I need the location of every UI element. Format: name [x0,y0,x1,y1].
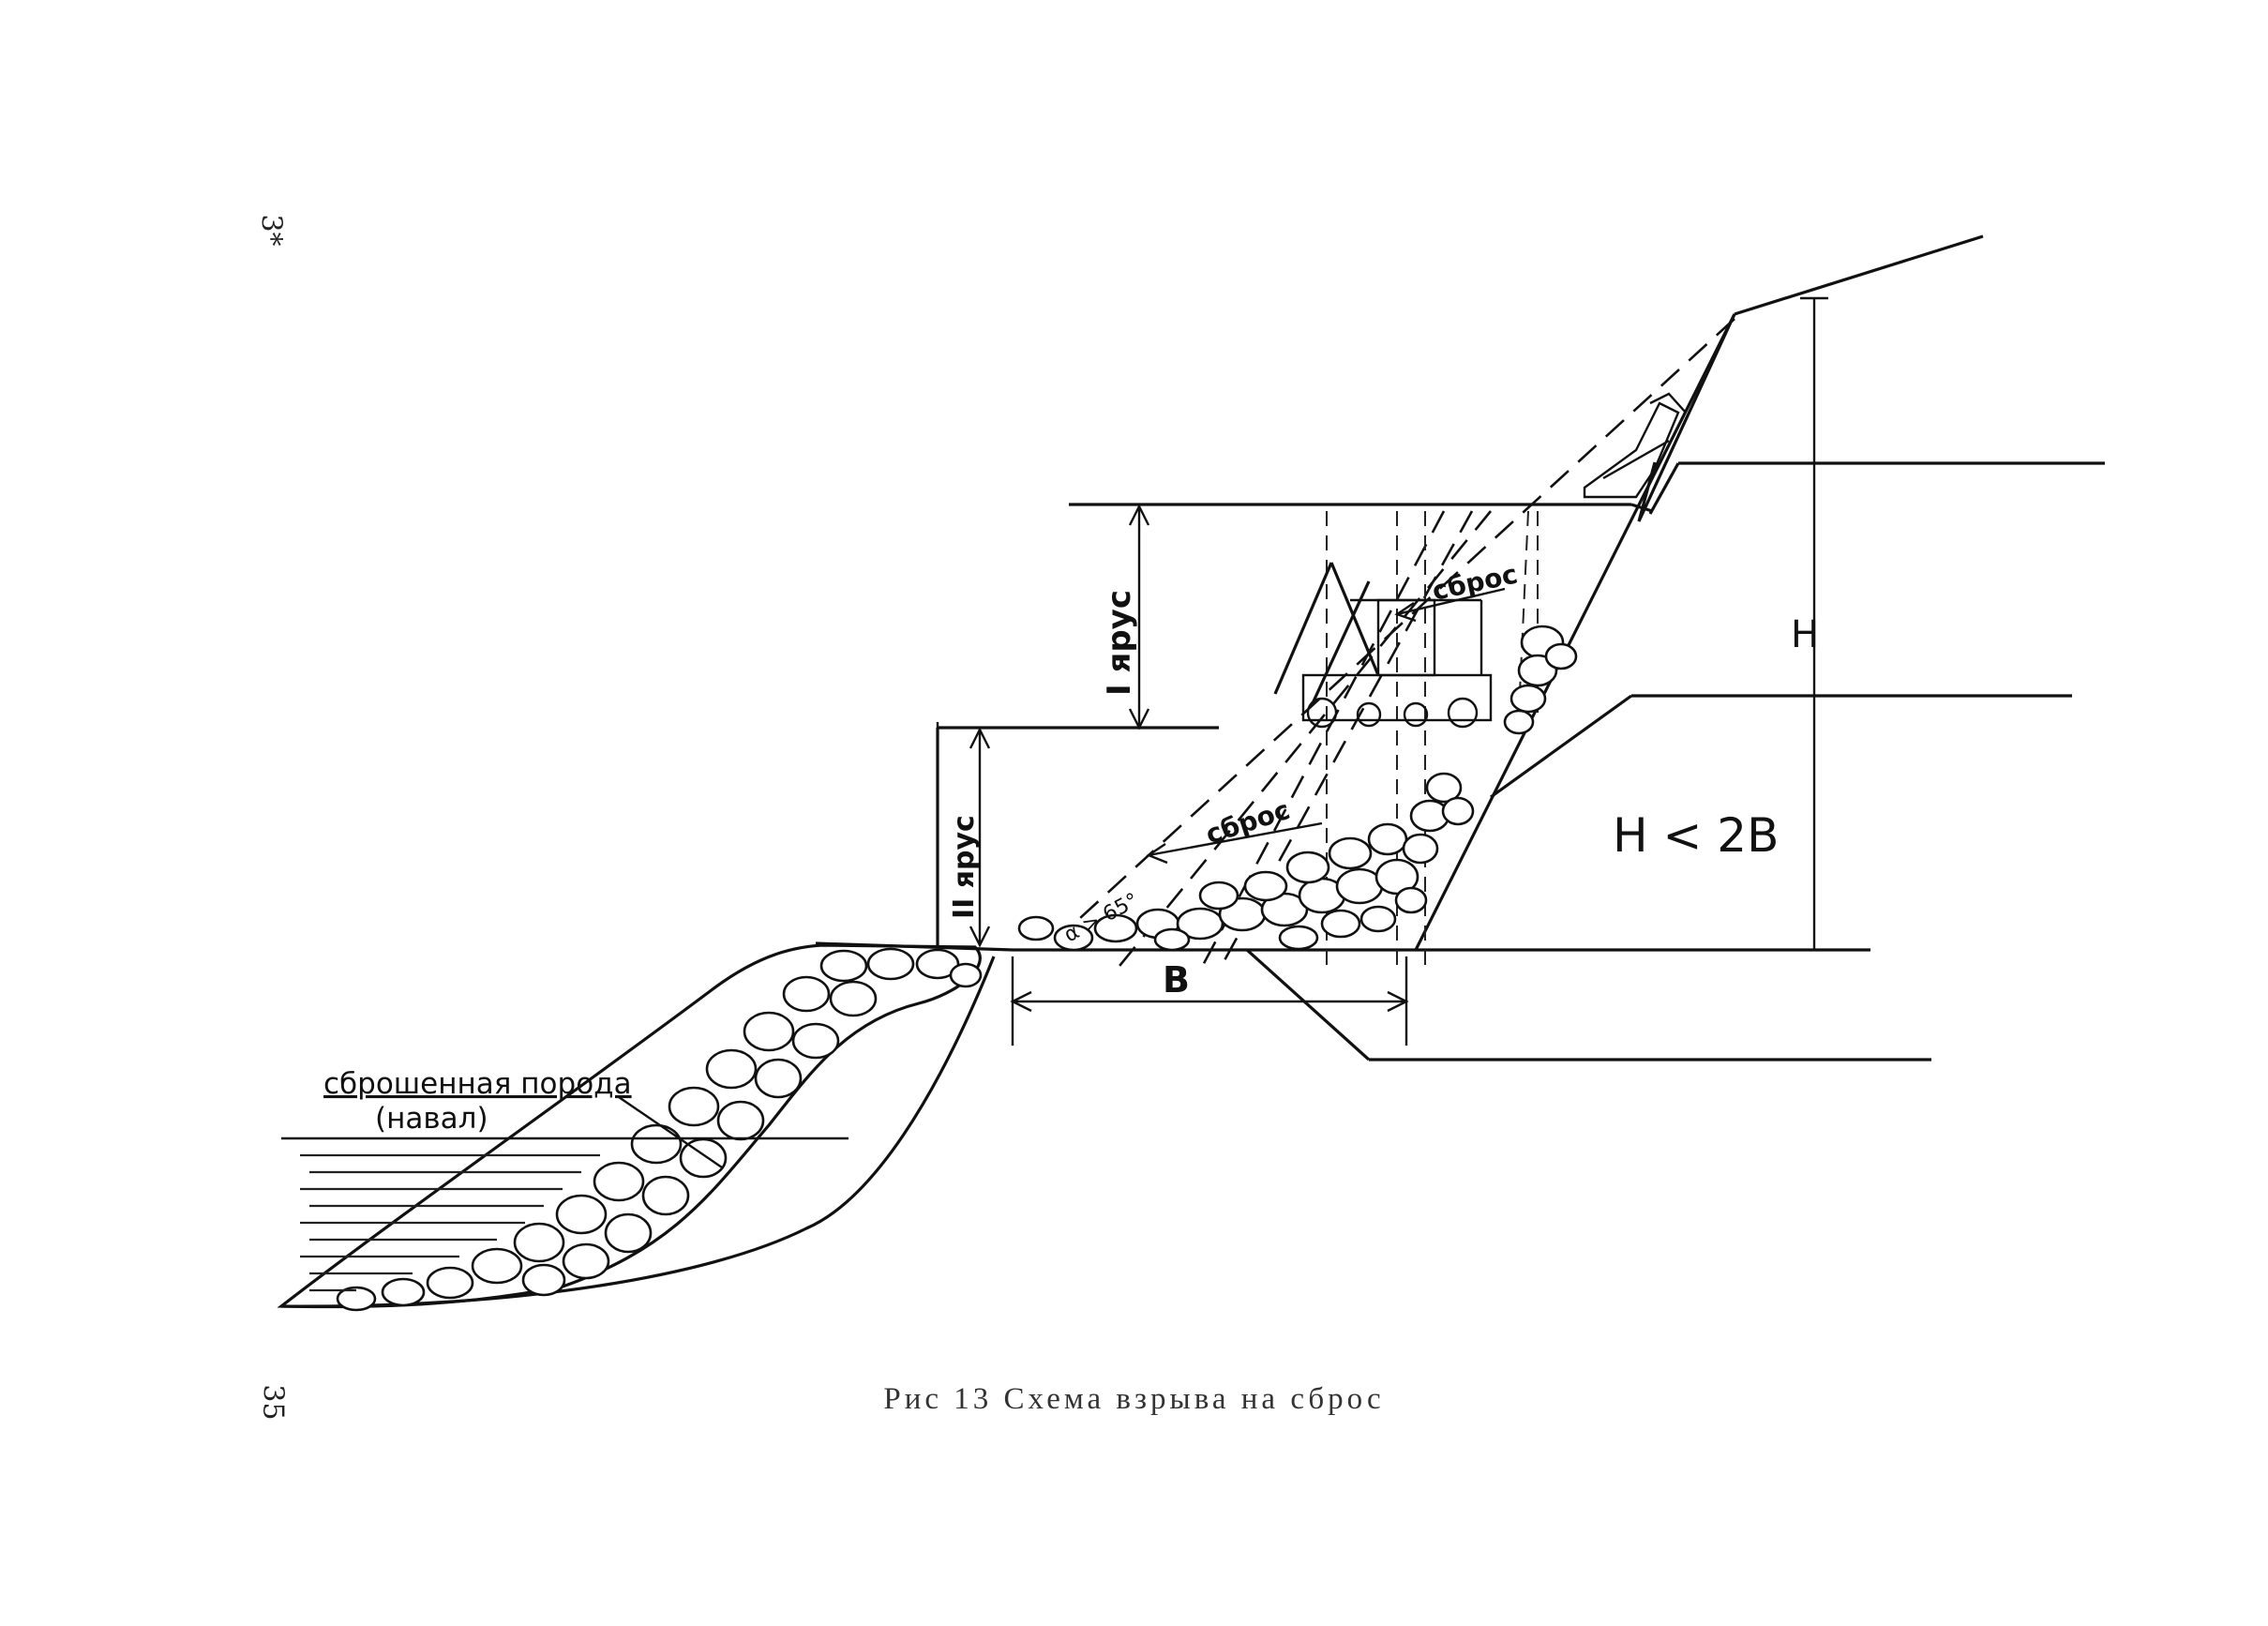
throw-arrows [618,587,1506,1168]
dimension-lines [969,296,1828,1046]
label-spoil-line1: сброшенная порода [323,1067,632,1101]
label-spoil-line2: (навал) [375,1102,488,1136]
drilling-rig-icon [1273,562,1493,729]
excavator-icon [1583,392,1687,499]
label-throw-lower: сброс [1202,794,1294,851]
label-height: H [1791,613,1819,656]
slope-charge-rocks [1503,625,1578,735]
figure-caption: Рис 13 Схема взрыва на сброс [883,1382,1385,1416]
bench-rock-pile [1017,772,1475,952]
label-condition: H < 2B [1613,808,1779,863]
label-tier-one: I ярус [1101,590,1138,696]
label-bench-width: B [1163,959,1190,1001]
ground-profile [280,234,2105,1308]
label-tier-two: II ярус [948,815,981,919]
water-body [281,1137,849,1292]
